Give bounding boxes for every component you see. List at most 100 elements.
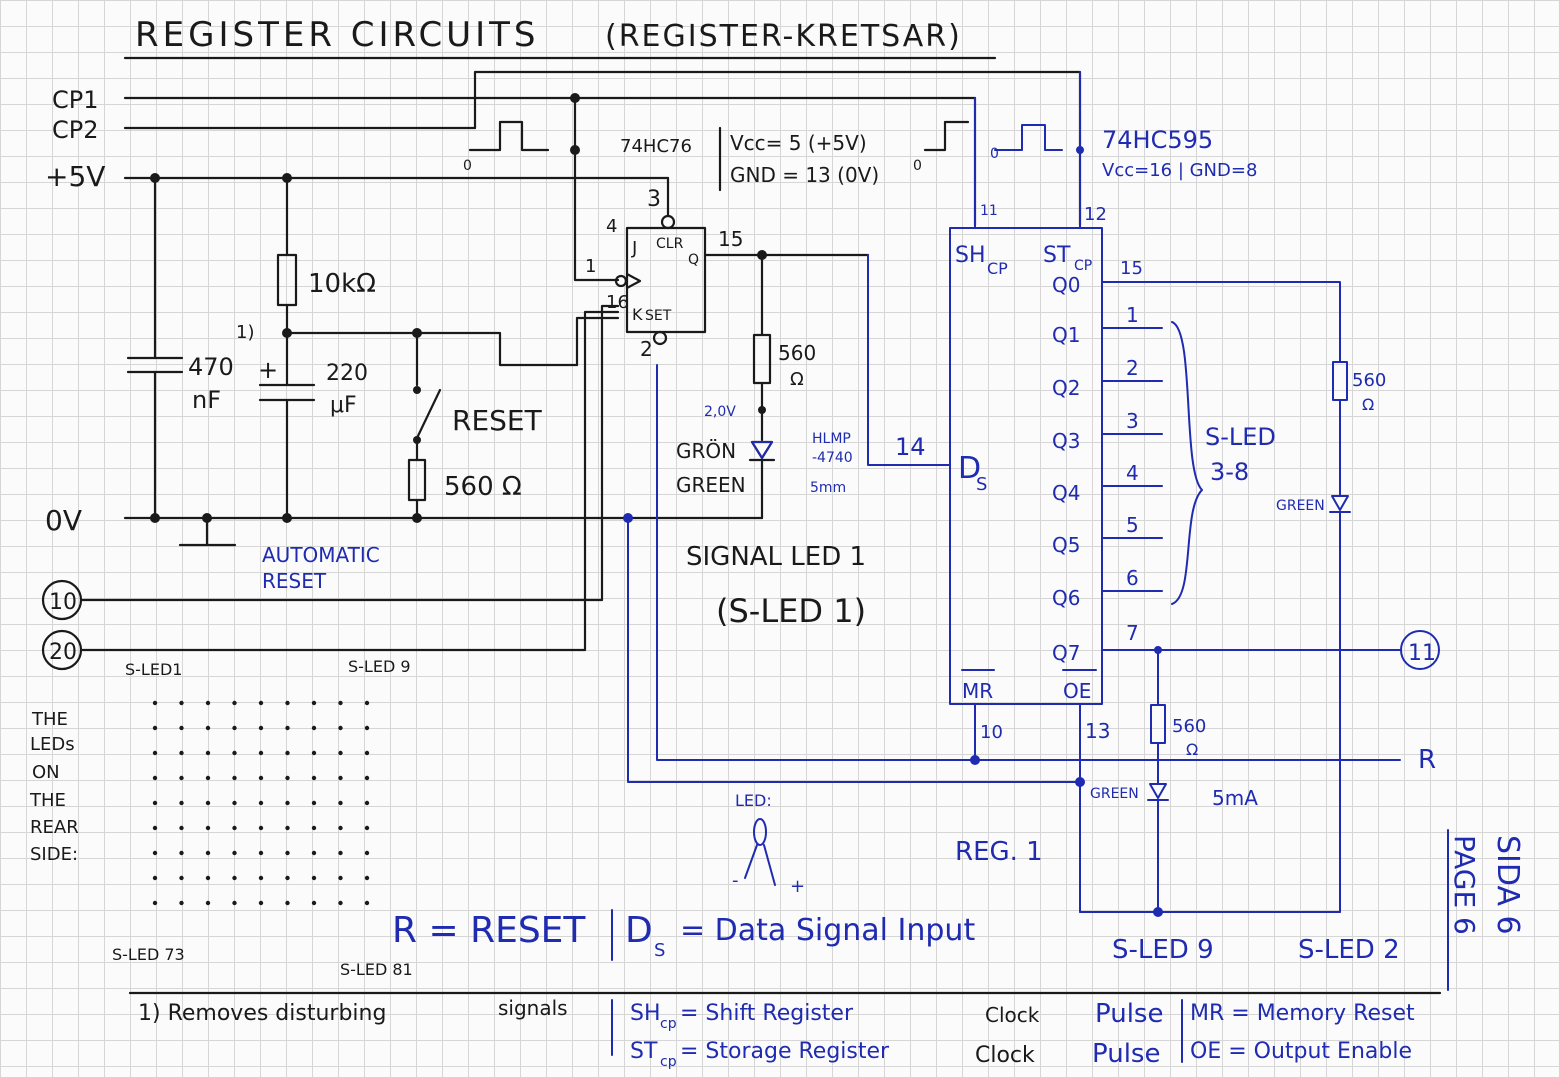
footnote-signals: signals xyxy=(498,996,568,1020)
matrix-led-dot xyxy=(152,850,158,856)
sr-ds-sub: S xyxy=(976,474,987,495)
matrix-led-dot xyxy=(152,800,158,806)
matrix-led-dot xyxy=(152,775,158,781)
shiftreg-part: 74HC595 xyxy=(1102,126,1213,154)
sr-output-number-7: 7 xyxy=(1126,621,1139,645)
sr-output-q0: Q0 xyxy=(1052,273,1080,297)
sled-group-range: 3-8 xyxy=(1210,458,1249,486)
matrix-led-dot xyxy=(232,900,237,906)
reset-line xyxy=(656,364,1401,761)
matrix-led-dot xyxy=(311,750,317,756)
footnote-1: 1) Removes disturbing xyxy=(138,1001,386,1026)
matrix-led-dot xyxy=(205,800,211,806)
matrix-led-dot xyxy=(285,725,290,731)
matrix-top-right: S-LED 9 xyxy=(348,657,411,676)
matrix-led-dot xyxy=(338,800,343,806)
matrix-led-dot xyxy=(232,875,237,881)
capacitor-470nf xyxy=(126,176,184,520)
matrix-led-dot xyxy=(232,700,237,706)
matrix-led-dot xyxy=(258,725,264,731)
capacitor-220uf xyxy=(258,383,316,520)
matrix-led-dot xyxy=(179,875,184,881)
led-legend-minus: - xyxy=(732,870,739,891)
matrix-side-note-3: THE xyxy=(29,790,66,811)
matrix-led-dot xyxy=(285,775,290,781)
matrix-side-note-5: SIDE: xyxy=(30,844,78,865)
matrix-led-dot xyxy=(205,875,211,881)
sr-output-q5: Q5 xyxy=(1052,533,1080,557)
matrix-led-dot xyxy=(311,700,317,706)
matrix-led-dot xyxy=(258,750,264,756)
matrix-led-dot xyxy=(311,850,317,856)
matrix-led-dot xyxy=(205,825,211,831)
fn-oe: OE = Output Enable xyxy=(1190,1039,1412,1064)
ff-pin15: 15 xyxy=(718,227,743,251)
reset-line-label: R xyxy=(1418,745,1436,775)
reg-label: REG. 1 xyxy=(955,837,1043,867)
matrix-led-dot xyxy=(179,750,184,756)
sled2-label: S-LED 2 xyxy=(1298,935,1400,965)
sr-output-number-1: 1 xyxy=(1126,303,1139,327)
matrix-led-dot xyxy=(338,775,343,781)
matrix-led-dot xyxy=(179,825,184,831)
sr-output-number-4: 4 xyxy=(1126,461,1139,485)
matrix-led-dot xyxy=(179,850,184,856)
ff-pin2: 2 xyxy=(640,337,653,361)
c470-value: 470 xyxy=(188,353,234,381)
matrix-led-dot xyxy=(179,775,184,781)
matrix-led-dot xyxy=(232,775,237,781)
legend-reset: R = RESET xyxy=(392,910,586,951)
connector-11-label: 11 xyxy=(1408,641,1436,666)
matrix-led-dot xyxy=(205,850,211,856)
ff-pin3: 3 xyxy=(647,187,661,212)
diagram-title: REGISTER CIRCUITS xyxy=(135,15,539,55)
matrix-led-dot xyxy=(205,725,211,731)
matrix-led-dot xyxy=(311,725,317,731)
matrix-led-dot xyxy=(179,800,184,806)
c470-unit: nF xyxy=(192,386,221,414)
matrix-led-dot xyxy=(285,850,290,856)
automatic-reset-1: AUTOMATIC xyxy=(262,543,380,567)
r560-right-unit: Ω xyxy=(1362,395,1374,414)
matrix-led-dot xyxy=(258,775,264,781)
reset-node-to-ff xyxy=(285,331,579,367)
led-size: 5mm xyxy=(810,480,846,496)
page-page: PAGE 6 xyxy=(1448,835,1481,935)
led-swe: GRÖN xyxy=(676,439,736,463)
resistor-560-led xyxy=(752,333,772,385)
matrix-led-dot xyxy=(364,825,370,831)
sr-output-q7: Q7 xyxy=(1052,641,1080,665)
sr-output-q4: Q4 xyxy=(1052,481,1080,505)
matrix-led-dot xyxy=(258,875,264,881)
r560-reset-label: 560 Ω xyxy=(444,472,522,502)
matrix-led-dot xyxy=(311,900,317,906)
matrix-led-dot xyxy=(338,875,343,881)
matrix-led-dot xyxy=(258,900,264,906)
matrix-led-dot xyxy=(311,825,317,831)
resistor-10k xyxy=(276,176,298,387)
legend-ds: D xyxy=(625,910,653,951)
matrix-led-dot xyxy=(285,750,290,756)
ff-pin1: 1 xyxy=(585,256,596,277)
sr-mr: MR xyxy=(962,679,993,703)
legend-ds-text: = Data Signal Input xyxy=(680,913,975,948)
pulse-1: Pulse xyxy=(1095,999,1163,1029)
r560-q7-value: 560 xyxy=(1172,716,1206,737)
sr-output-number-5: 5 xyxy=(1126,513,1139,537)
voltage-label: 2,0V xyxy=(704,404,736,420)
sled9-label: S-LED 9 xyxy=(1112,935,1214,965)
fn-shcp-sub: cp xyxy=(660,1016,677,1032)
r10k-label: 10kΩ xyxy=(308,269,376,299)
connector-20-label: 20 xyxy=(49,640,77,665)
signal-led-subtitle: (S-LED 1) xyxy=(716,592,866,630)
sr-output-q6: Q6 xyxy=(1052,586,1080,610)
r560-led-unit: Ω xyxy=(790,369,804,390)
connector-20-line xyxy=(80,310,620,652)
matrix-led-dot xyxy=(205,775,211,781)
current-label: 5mA xyxy=(1212,786,1258,810)
connector-10-label: 10 xyxy=(49,590,77,615)
vcc-label: +5V xyxy=(45,160,105,193)
cp2-label: CP2 xyxy=(52,116,99,144)
